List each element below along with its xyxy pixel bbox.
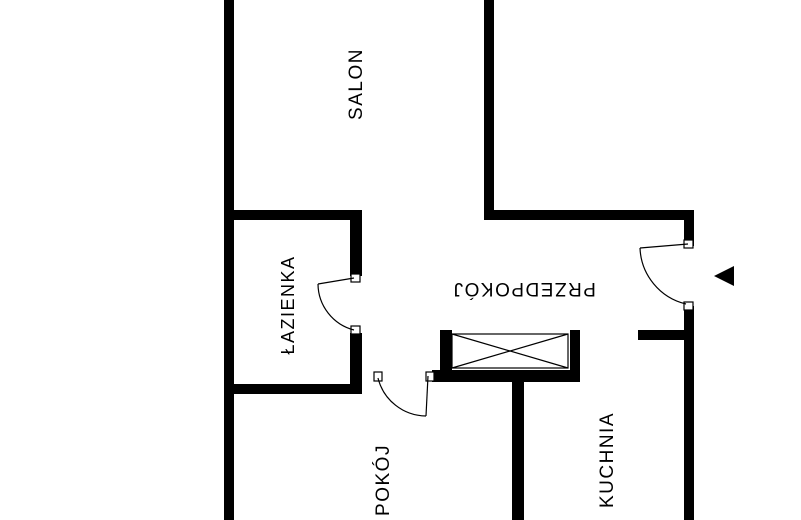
entrance-triangle-icon	[714, 266, 734, 286]
door-jambs	[350, 239, 694, 382]
wall-shaft-bottom	[432, 370, 580, 382]
room-label-przedpokoj: PRZEDPOKÓJ	[452, 278, 596, 300]
jamb	[350, 325, 361, 335]
room-label-kuchnia: KUCHNIA	[597, 412, 618, 508]
ventilation-shaft-icon	[451, 333, 569, 369]
wall-kitchen-stub	[638, 330, 694, 340]
room-label-kuchnia-clip: KUCHNIA	[597, 412, 618, 508]
room-label-pokoj: POKÓJ	[372, 444, 394, 516]
wall-salon-right	[484, 0, 494, 220]
wall-bathroom-top	[224, 210, 362, 220]
entrance-door-leaf	[639, 243, 689, 249]
jamb	[373, 371, 383, 382]
wall-salon-bottom	[484, 210, 694, 220]
pokoj-door-arc	[377, 377, 427, 417]
jamb	[425, 371, 435, 382]
wall-pokoj-kuchnia	[512, 370, 524, 520]
wall-outer-left	[224, 0, 234, 520]
room-label-salon: SALON	[346, 48, 367, 120]
room-label-pokoj-clip: POKÓJ	[372, 444, 394, 516]
room-label-lazienka: ŁAZIENKA	[278, 255, 298, 354]
pokoj-door-leaf	[425, 375, 429, 417]
room-labels: SALON PRZEDPOKÓJ ŁAZIENKA POKÓJ KUCHNIA	[278, 48, 618, 516]
doors	[317, 243, 689, 417]
wall-bathroom-right-lower	[350, 333, 362, 394]
bathroom-door-leaf	[317, 277, 355, 285]
jamb	[683, 301, 694, 311]
wall-shaft-left	[440, 330, 452, 382]
wall-right-lower	[684, 306, 694, 520]
wall-bathroom-right-upper	[350, 210, 362, 276]
bathroom-door-arc	[317, 283, 355, 331]
wall-shaft-right	[570, 330, 580, 382]
wall-bathroom-bottom	[224, 384, 362, 394]
walls	[224, 0, 694, 520]
entrance-door-arc	[639, 247, 687, 305]
wall-right-upper	[684, 210, 694, 246]
